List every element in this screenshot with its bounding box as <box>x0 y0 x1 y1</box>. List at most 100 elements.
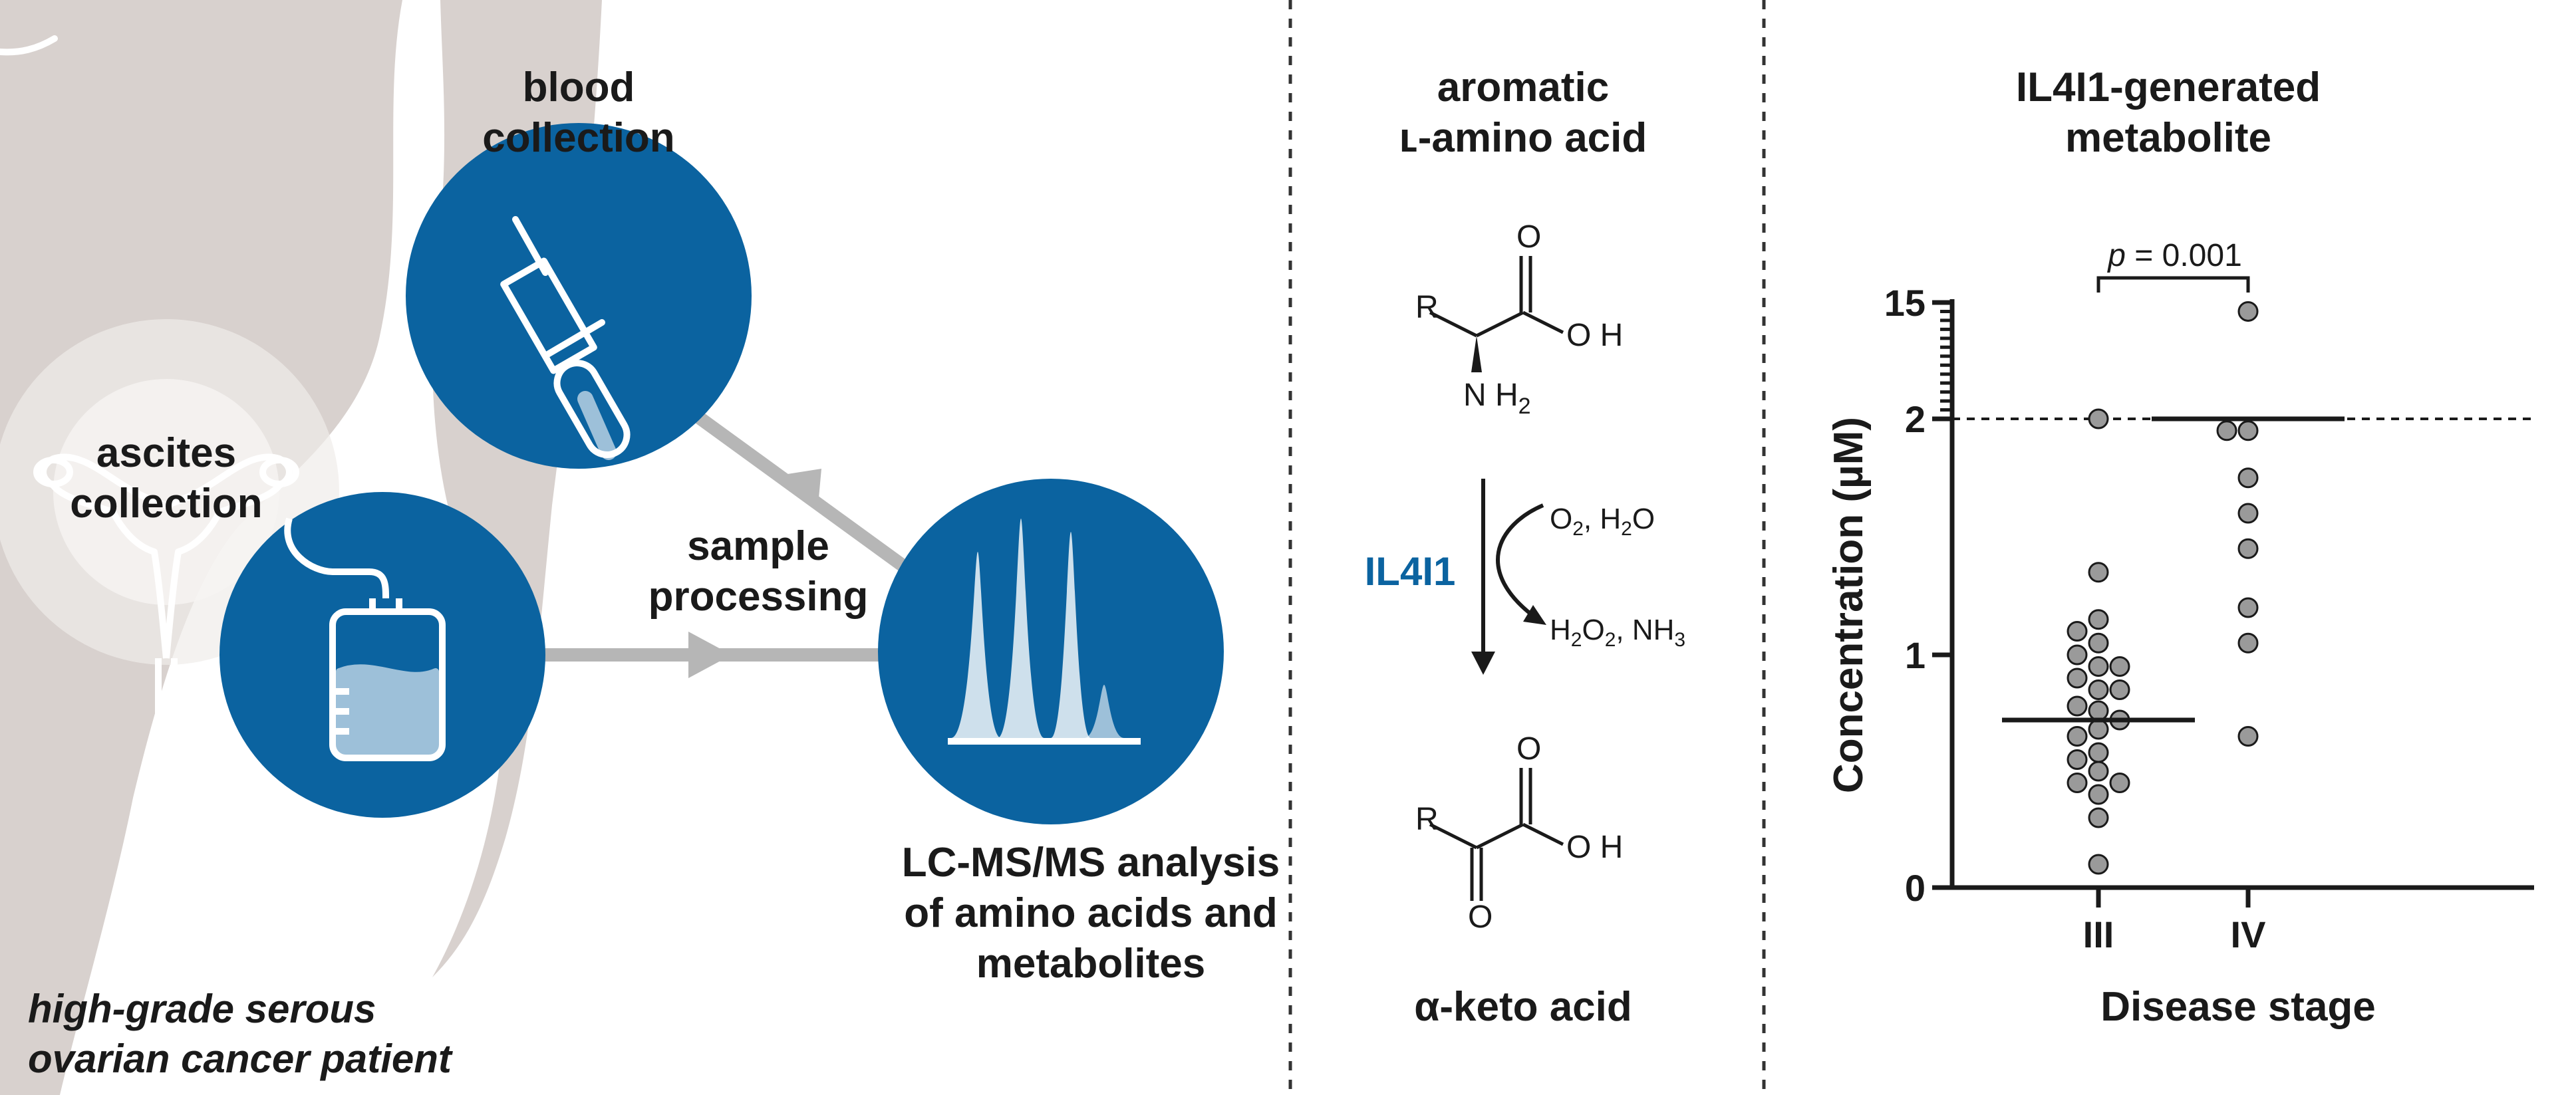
data-point-stage-III <box>2088 609 2109 630</box>
y-ticks: 0 1 2 15 <box>1884 282 1952 909</box>
reaction-arrowhead-main <box>1471 652 1495 675</box>
substrate-nh: N H <box>1463 378 1518 413</box>
data-point-stage-III <box>2109 656 2130 677</box>
significance-bracket <box>2096 276 2250 293</box>
reagent-in-mid: , H <box>1584 503 1621 535</box>
analysis-label-line1: LC-MS/MS analysis <box>902 840 1280 886</box>
amino-acid-structure <box>1429 256 1564 372</box>
data-point-stage-III <box>2088 854 2109 875</box>
data-point-stage-III <box>2088 408 2109 429</box>
p-value-annotation: p = 0.001 <box>2106 238 2242 273</box>
data-point-stage-IV <box>2237 726 2259 747</box>
analysis-label-line3: metabolites <box>976 941 1206 987</box>
p-value: = 0.001 <box>2126 238 2242 273</box>
data-point-stage-III <box>2067 668 2088 689</box>
data-point-stage-III <box>2109 679 2130 700</box>
product-o-bottom: O <box>1468 900 1493 935</box>
substrate-nh2: N H2 <box>1463 378 1531 419</box>
data-point-stage-III <box>2088 742 2109 763</box>
blood-label-line1: blood <box>523 64 635 110</box>
keto-acid-structure <box>1429 768 1564 901</box>
reaction-header-line1: aromatic <box>1437 64 1609 110</box>
product-oh: O H <box>1566 830 1623 865</box>
patient-label-line1: high-grade serous <box>28 987 376 1031</box>
x-tick-label-IV: IV <box>2231 913 2266 955</box>
y-tick-label-0: 0 <box>1905 867 1926 909</box>
reagent-in-b-sub: 2 <box>1621 518 1632 540</box>
data-point-stage-III <box>2067 644 2088 666</box>
data-point-stage-III <box>2088 807 2109 828</box>
data-point-stage-IV <box>2237 632 2259 654</box>
data-point-stage-IV <box>2237 538 2259 559</box>
processing-label-line1: sample <box>687 523 829 569</box>
data-point-stage-III <box>2088 562 2109 583</box>
data-point-stage-III <box>2067 726 2088 747</box>
blood-label-line2: collection <box>482 115 674 161</box>
data-point-stage-III <box>2067 695 2088 717</box>
reagent-out-b-sub: 2 <box>1605 629 1616 651</box>
processing-label-line2: processing <box>648 574 869 620</box>
chromatogram-icon <box>948 519 1141 745</box>
reagents-in: O2, H2O <box>1550 503 1655 540</box>
data-point-stage-III <box>2067 749 2088 770</box>
ascites-label-line1: ascites <box>96 430 236 476</box>
y-tick-label-1: 1 <box>1905 634 1926 676</box>
arrowhead-ascites <box>688 632 732 678</box>
reaction-panel: aromatic ʟ-amino acid R O O H N H2 IL4I1… <box>1365 64 1685 1030</box>
chart-title-line2: metabolite <box>2065 115 2271 161</box>
blood-collection-circle <box>406 123 752 469</box>
data-point-stage-IV <box>2216 420 2237 441</box>
reaction-arrowhead-side <box>1523 605 1546 625</box>
reagent-in-a: O <box>1550 503 1572 535</box>
reaction-arrow <box>1481 479 1544 658</box>
data-point-stage-III <box>2067 773 2088 793</box>
substrate-nh-sub: 2 <box>1518 394 1531 419</box>
reagent-out-c-sub: 3 <box>1674 629 1685 651</box>
reagent-in-a-sub: 2 <box>1572 518 1584 540</box>
reagent-out-a-sub: 2 <box>1571 629 1582 651</box>
x-tick-label-III: III <box>2083 913 2114 955</box>
data-point-stage-III <box>2088 719 2109 740</box>
substrate-r: R <box>1415 290 1439 325</box>
analysis-label-line2: of amino acids and <box>904 890 1278 936</box>
data-point-stage-III <box>2088 761 2109 782</box>
ascites-label-line2: collection <box>70 481 262 527</box>
data-point-stage-III <box>2088 700 2109 721</box>
patient-label-line2: ovarian cancer patient <box>28 1036 454 1081</box>
ascites-glow-inner <box>53 379 279 605</box>
chart-panel: IL4I1-generated metabolite Concentration… <box>1826 64 2534 1030</box>
reagent-out-mid: , NH <box>1616 614 1674 646</box>
reaction-header-line2: ʟ-amino acid <box>1399 115 1647 161</box>
data-point-stage-IV <box>2237 597 2259 618</box>
p-label: p <box>2106 238 2126 273</box>
data-point-stage-IV <box>2237 301 2259 322</box>
data-points <box>2067 301 2259 875</box>
data-point-stage-IV <box>2237 420 2259 441</box>
ascites-bag-icon <box>284 517 446 761</box>
product-r: R <box>1415 802 1439 837</box>
data-point-stage-III <box>2109 773 2130 793</box>
chart-xlabel: Disease stage <box>2100 984 2376 1030</box>
syringe-tube-icon <box>500 216 631 460</box>
data-point-stage-IV <box>2237 503 2259 524</box>
workflow-panel: blood collection ascites collection samp… <box>28 64 1280 1081</box>
enzyme-label: IL4I1 <box>1365 549 1456 594</box>
product-o-top: O <box>1516 731 1541 767</box>
x-ticks: III IV <box>2083 888 2266 955</box>
substrate-o: O <box>1516 219 1541 255</box>
reagents-out: H2O2, NH3 <box>1550 614 1685 651</box>
data-point-stage-III <box>2088 632 2109 654</box>
data-point-stage-III <box>2088 784 2109 805</box>
y-tick-label-2: 2 <box>1905 398 1926 440</box>
uterus-icon <box>33 453 299 1095</box>
reagent-in-b: O <box>1632 503 1655 535</box>
ascites-collection-circle <box>219 492 545 818</box>
y-tick-label-15: 15 <box>1884 282 1926 324</box>
median-lines <box>2002 416 2345 723</box>
data-point-stage-III <box>2088 656 2109 677</box>
navel-mark <box>0 35 58 56</box>
chart-title-line1: IL4I1-generated <box>2016 64 2321 110</box>
data-point-stage-IV <box>2237 467 2259 489</box>
analysis-circle <box>878 479 1224 824</box>
data-point-stage-III <box>2088 679 2109 700</box>
